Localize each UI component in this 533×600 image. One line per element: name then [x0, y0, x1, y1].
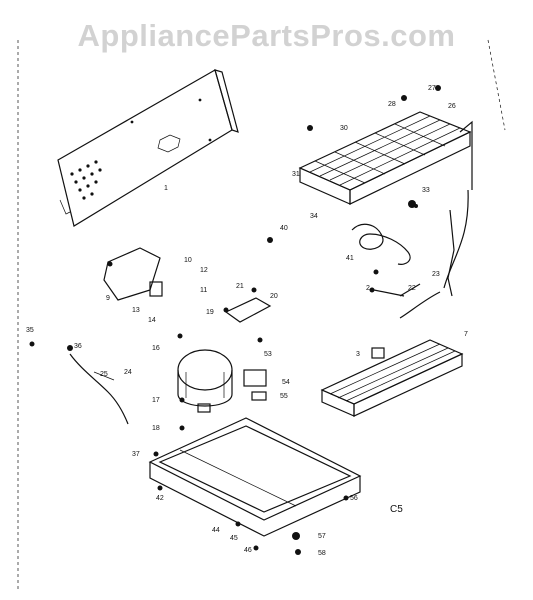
- mount-bracket: [224, 297, 272, 401]
- part-label-25: 25: [100, 371, 108, 378]
- part-label-42: 42: [156, 495, 164, 502]
- part-label-16: 16: [152, 345, 160, 352]
- part-label-54: 54: [282, 379, 290, 386]
- wire-harness: [69, 353, 129, 425]
- part-label-18: 18: [152, 425, 160, 432]
- part-label-56: 56: [350, 495, 358, 502]
- part-label-37: 37: [132, 451, 140, 458]
- part-label-9: 9: [106, 295, 110, 302]
- part-label-53: 53: [264, 351, 272, 358]
- part-label-45: 45: [230, 535, 238, 542]
- part-label-23: 23: [432, 271, 440, 278]
- part-label-27: 27: [428, 85, 436, 92]
- defrost-heater: [351, 223, 411, 265]
- compressor: [177, 349, 233, 413]
- part-label-2: 2: [366, 285, 370, 292]
- part-label-55: 55: [280, 393, 288, 400]
- part-label-26: 26: [448, 103, 456, 110]
- evaporator-coil: [298, 111, 473, 319]
- part-label-1: 1: [164, 185, 168, 192]
- part-label-22: 22: [408, 285, 416, 292]
- part-label-20: 20: [270, 293, 278, 300]
- part-label-40: 40: [280, 225, 288, 232]
- part-label-57: 57: [318, 533, 326, 540]
- filter-drier: [373, 283, 421, 297]
- part-label-36: 36: [74, 343, 82, 350]
- part-label-13: 13: [132, 307, 140, 314]
- part-label-10: 10: [184, 257, 192, 264]
- part-label-31: 31: [292, 171, 300, 178]
- part-label-17: 17: [152, 397, 160, 404]
- part-label-7: 7: [464, 331, 468, 338]
- part-label-41: 41: [346, 255, 354, 262]
- part-label-12: 12: [200, 267, 208, 274]
- evaporator-cover-panel: [57, 69, 239, 227]
- part-label-35: 35: [26, 327, 34, 334]
- part-label-14: 14: [148, 317, 156, 324]
- section-code: C5: [390, 504, 403, 515]
- condenser: [320, 339, 464, 417]
- drain-tube: [447, 209, 455, 297]
- part-label-44: 44: [212, 527, 220, 534]
- part-label-19: 19: [206, 309, 214, 316]
- part-label-21: 21: [236, 283, 244, 290]
- relay-bracket: [103, 247, 163, 301]
- part-label-3: 3: [356, 351, 360, 358]
- watermark: AppliancePartsPros.com: [77, 18, 456, 53]
- part-label-11: 11: [200, 287, 207, 294]
- part-label-30: 30: [340, 125, 348, 132]
- part-label-46: 46: [244, 547, 252, 554]
- part-label-33: 33: [422, 187, 430, 194]
- part-label-58: 58: [318, 550, 326, 557]
- part-label-28: 28: [388, 101, 396, 108]
- part-label-34: 34: [310, 213, 318, 220]
- part-label-24: 24: [124, 369, 132, 376]
- fasteners: [29, 85, 441, 555]
- base-frame: [148, 417, 362, 537]
